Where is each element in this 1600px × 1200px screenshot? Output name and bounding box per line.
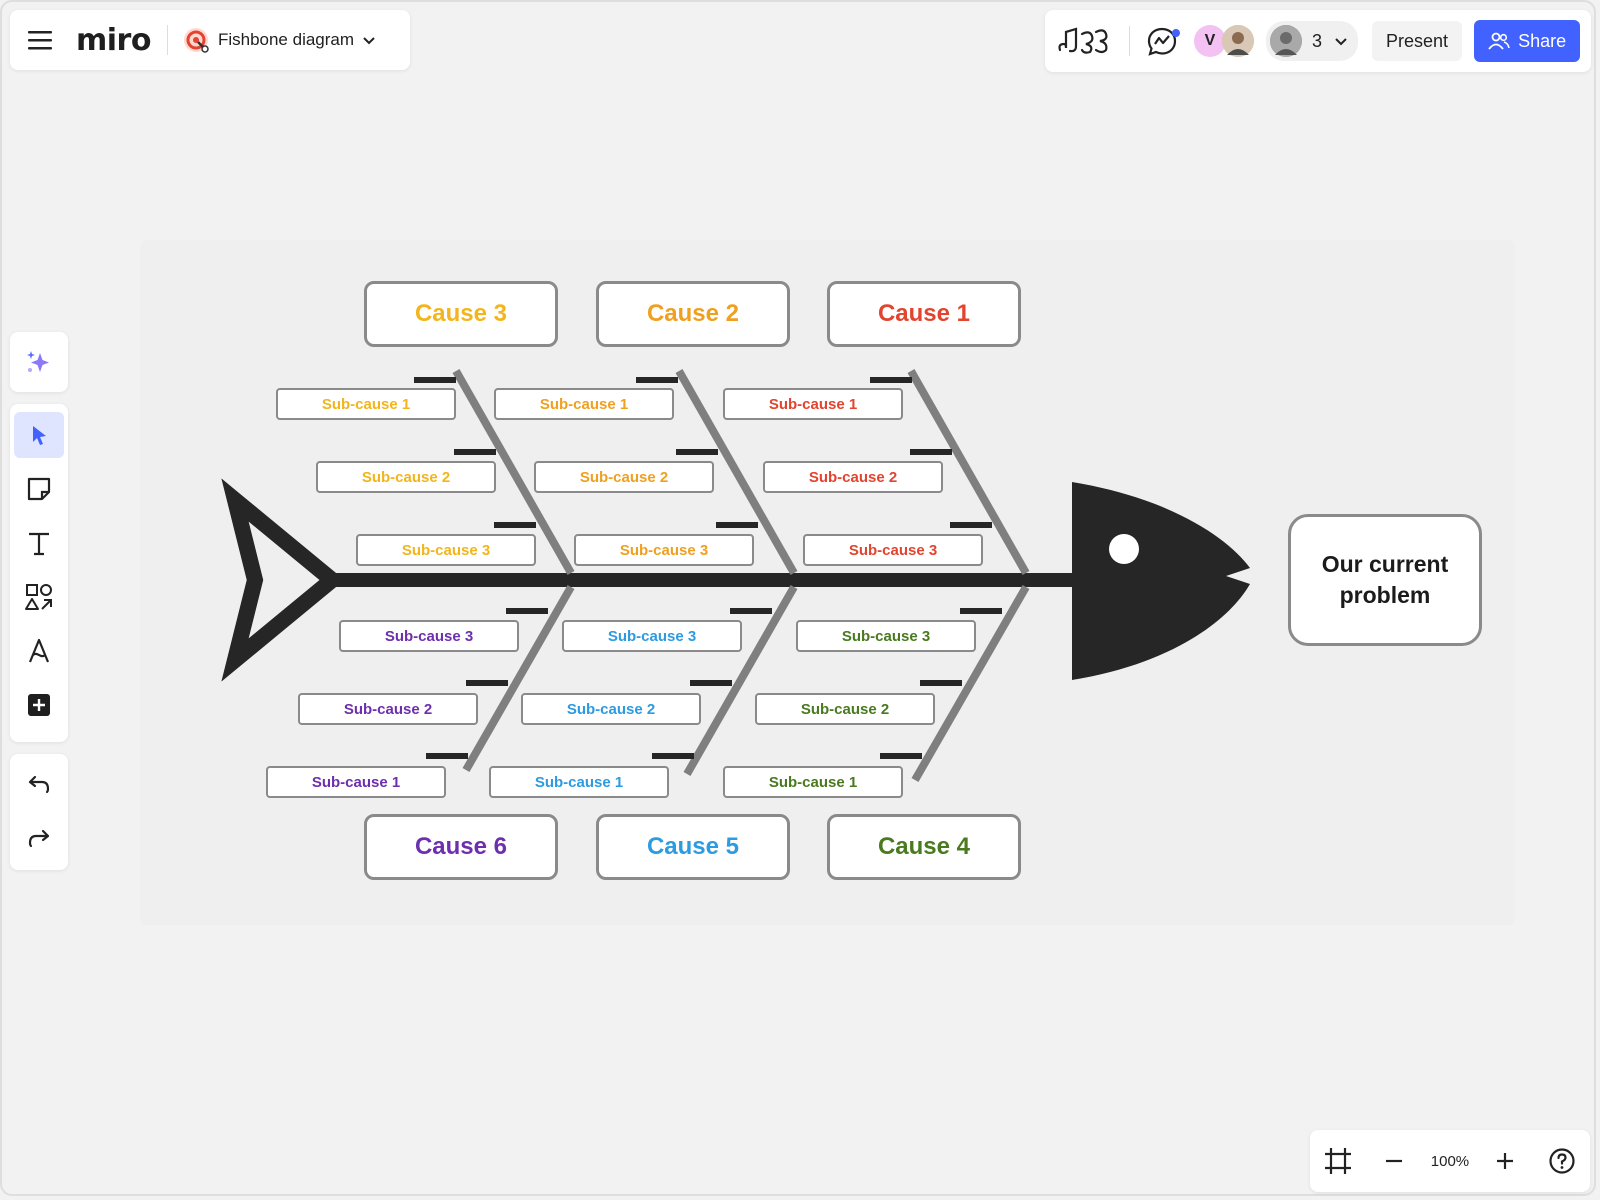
cause-2-sub-3[interactable]: Sub-cause 3 (574, 534, 754, 566)
undo-button[interactable] (14, 762, 64, 808)
bone-cause-2 (675, 369, 798, 575)
cause-3-sub-3[interactable]: Sub-cause 3 (356, 534, 536, 566)
board-title: Fishbone diagram (217, 30, 355, 49)
shapes-tool[interactable] (14, 574, 64, 620)
plus-icon (1497, 1153, 1514, 1169)
help-button[interactable] (1542, 1141, 1582, 1181)
cause-5-sub-2[interactable]: Sub-cause 2 (521, 693, 701, 725)
board-title-dropdown[interactable]: Fishbone diagram (182, 26, 376, 54)
bone-cause-1 (907, 369, 1030, 575)
chevron-down-icon (363, 37, 375, 45)
text-tool[interactable] (14, 520, 64, 566)
bone-cause-4 (911, 585, 1030, 782)
collaborator-count: 3 (1312, 30, 1323, 51)
fish-head-icon (1072, 482, 1250, 680)
cause-1-sub-3[interactable]: Sub-cause 3 (803, 534, 983, 566)
divider (1129, 26, 1130, 56)
cause-5-sub-1[interactable]: Sub-cause 1 (489, 766, 669, 798)
zoom-in-button[interactable] (1485, 1141, 1525, 1181)
user-photo-icon (1222, 25, 1254, 57)
pen-icon (28, 638, 50, 663)
cause-6-sub-3[interactable]: Sub-cause 3 (339, 620, 519, 652)
problem-box[interactable]: Our current problem (1288, 514, 1482, 646)
cause-3-sub-1[interactable]: Sub-cause 1 (276, 388, 456, 420)
help-icon (1549, 1148, 1575, 1174)
zoom-level[interactable]: 100% (1430, 1152, 1470, 1170)
text-icon (29, 532, 49, 556)
avatar: V (1194, 25, 1226, 57)
cause-1-box[interactable]: Cause 1 (827, 281, 1021, 347)
cause-6-sub-1[interactable]: Sub-cause 1 (266, 766, 446, 798)
share-label: Share (1518, 30, 1567, 51)
sticky-note-icon (27, 477, 51, 501)
board-header: miro Fishbone diagram (10, 10, 410, 70)
fish-eye-icon (1109, 534, 1139, 564)
sub-ticks-bottom (426, 608, 1002, 759)
cause-6-box[interactable]: Cause 6 (364, 814, 558, 880)
ai-assist-button[interactable] (14, 339, 64, 385)
select-cursor-icon (33, 426, 46, 445)
cause-1-sub-1[interactable]: Sub-cause 1 (723, 388, 903, 420)
avatar-photo (1222, 25, 1254, 57)
cause-5-sub-3[interactable]: Sub-cause 3 (562, 620, 742, 652)
chevron-down-icon (1335, 38, 1347, 46)
pen-tool[interactable] (14, 628, 64, 674)
redo-button[interactable] (14, 816, 64, 862)
zoom-out-button[interactable] (1374, 1141, 1414, 1181)
cause-2-sub-1[interactable]: Sub-cause 1 (494, 388, 674, 420)
cause-4-sub-2[interactable]: Sub-cause 2 (755, 693, 935, 725)
chat-icon (1147, 27, 1177, 56)
creation-toolbar (10, 404, 68, 742)
cause-2-box[interactable]: Cause 2 (596, 281, 790, 347)
select-tool[interactable] (14, 412, 64, 458)
notification-dot (1172, 29, 1180, 37)
comments-button[interactable] (1136, 25, 1188, 57)
redo-icon (28, 829, 50, 848)
shapes-icon (25, 584, 52, 610)
more-tools-button[interactable] (14, 682, 64, 728)
cause-4-box[interactable]: Cause 4 (827, 814, 1021, 880)
fish-tail-icon (221, 478, 345, 682)
undo-icon (28, 775, 50, 794)
ai-sparkle-icon (27, 351, 49, 372)
ai-toolbar (10, 332, 68, 392)
miro-logo: miro (76, 22, 151, 58)
bone-cause-5 (683, 585, 798, 776)
frame-icon (1325, 1148, 1352, 1174)
minus-icon (1386, 1159, 1403, 1163)
main-menu-button[interactable] (10, 10, 70, 70)
history-toolbar (10, 754, 68, 870)
fishbone-board-icon (183, 28, 209, 53)
music-reactions-icon (1058, 27, 1108, 54)
reactions-button[interactable] (1045, 26, 1123, 56)
zoom-controls: 100% (1310, 1130, 1590, 1192)
share-button[interactable]: Share (1474, 20, 1581, 62)
cause-2-sub-2[interactable]: Sub-cause 2 (534, 461, 714, 493)
cause-5-box[interactable]: Cause 5 (596, 814, 790, 880)
users-icon (1488, 32, 1510, 50)
cause-3-sub-2[interactable]: Sub-cause 2 (316, 461, 496, 493)
cause-6-sub-2[interactable]: Sub-cause 2 (298, 693, 478, 725)
bone-cause-6 (462, 585, 575, 772)
fit-to-screen-button[interactable] (1318, 1141, 1358, 1181)
header-divider (166, 25, 168, 55)
sticky-note-tool[interactable] (14, 466, 64, 512)
collaborators-dropdown[interactable]: 3 (1266, 21, 1359, 61)
add-icon (28, 694, 50, 716)
cause-4-sub-1[interactable]: Sub-cause 1 (723, 766, 903, 798)
online-users[interactable]: V (1194, 25, 1254, 57)
hamburger-icon (28, 31, 52, 50)
cause-3-box[interactable]: Cause 3 (364, 281, 558, 347)
collaboration-bar: V 3 Present Share (1045, 10, 1591, 72)
cause-4-sub-3[interactable]: Sub-cause 3 (796, 620, 976, 652)
collaborator-avatar (1270, 25, 1302, 57)
present-button[interactable]: Present (1372, 21, 1463, 61)
user-photo-icon (1270, 25, 1302, 57)
cause-1-sub-2[interactable]: Sub-cause 2 (763, 461, 943, 493)
bone-cause-3 (452, 369, 575, 575)
sub-ticks-top (414, 377, 992, 528)
